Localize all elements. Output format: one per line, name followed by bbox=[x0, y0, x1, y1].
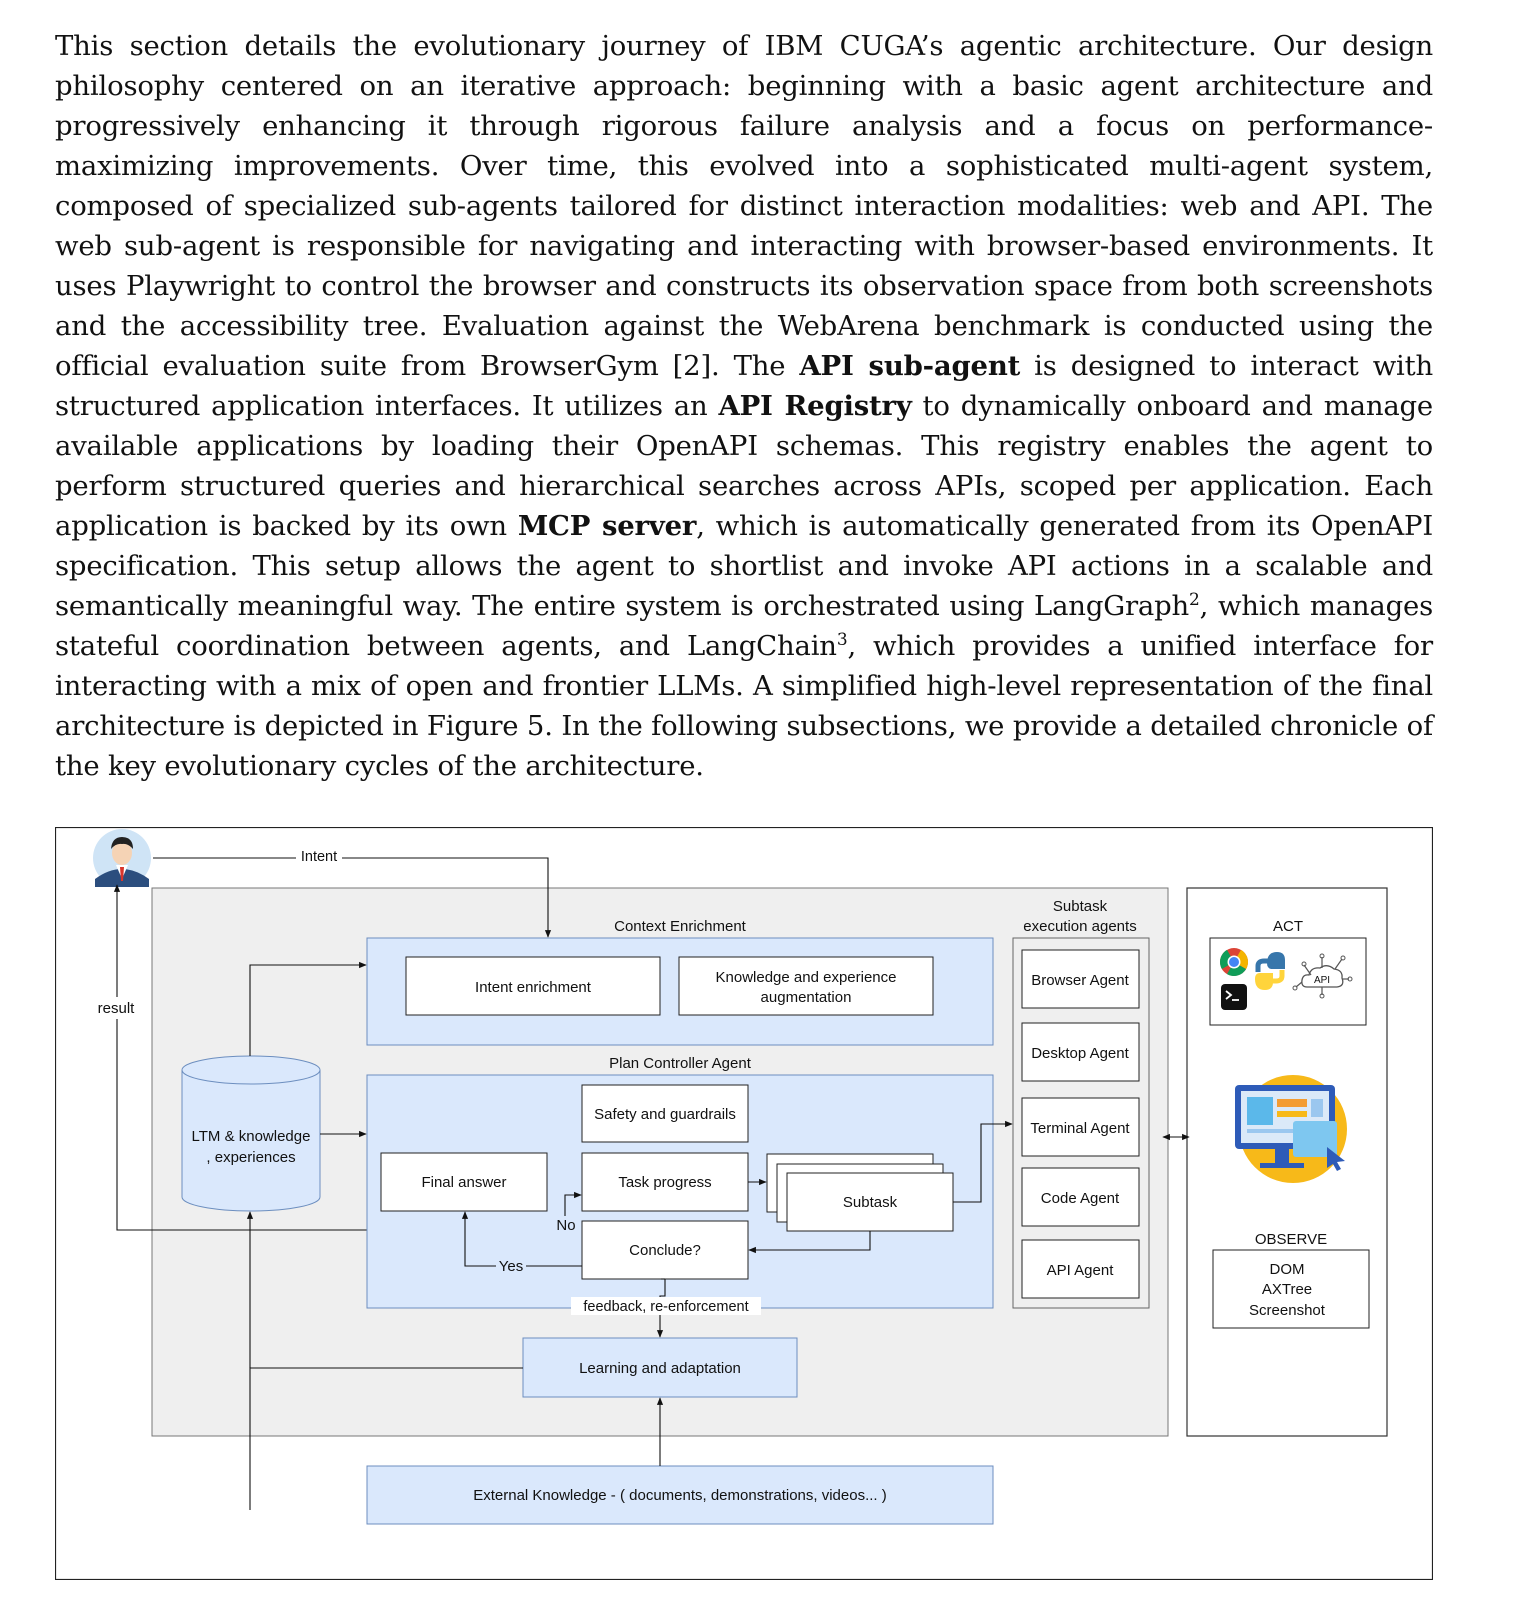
architecture-diagram: Intent result Context Enrichment Intent … bbox=[55, 827, 1433, 1580]
subtask-exec-title-1: Subtask bbox=[1053, 898, 1108, 915]
intent-connector bbox=[153, 848, 552, 938]
act-title: ACT bbox=[1273, 918, 1303, 935]
terminal-icon bbox=[1221, 984, 1247, 1010]
computer-monitor-icon bbox=[1235, 1075, 1347, 1183]
paragraph-text-1: This section details the evolutionary jo… bbox=[55, 30, 1433, 382]
conclude-box bbox=[581, 1220, 749, 1280]
terminal-agent-label: Terminal Agent bbox=[1030, 1120, 1130, 1137]
api-agent-label: API Agent bbox=[1047, 1262, 1115, 1279]
result-label: result bbox=[98, 1000, 136, 1017]
observe-item-screenshot: Screenshot bbox=[1249, 1302, 1326, 1319]
paragraph-text-4: , which is automatically generated from … bbox=[55, 510, 1433, 622]
knowledge-augmentation-label-1: Knowledge and experience bbox=[716, 969, 897, 986]
architecture-figure: Intent result Context Enrichment Intent … bbox=[55, 827, 1433, 1580]
subtask-to-conclude-arrow bbox=[748, 1231, 871, 1254]
terminal-agent-box bbox=[1021, 1097, 1140, 1157]
no-label-bg bbox=[553, 1216, 579, 1234]
api-agent-box bbox=[1021, 1239, 1140, 1299]
ltm-label-2: , experiences bbox=[206, 1149, 295, 1166]
bold-mcp-server: MCP server bbox=[517, 510, 697, 542]
task-progress-label: Task progress bbox=[618, 1174, 711, 1191]
observe-item-dom: DOM bbox=[1270, 1261, 1305, 1278]
final-answer-box bbox=[380, 1152, 548, 1212]
paragraph-text-5: , which manages stateful coordination be… bbox=[55, 590, 1434, 662]
chrome-icon bbox=[1220, 948, 1248, 976]
intent-enrichment-box bbox=[405, 956, 661, 1016]
external-knowledge-box bbox=[366, 1465, 994, 1525]
bold-api-registry: API Registry bbox=[718, 390, 912, 422]
conclude-label: Conclude? bbox=[629, 1242, 701, 1259]
plan-controller-title: Plan Controller Agent bbox=[609, 1055, 752, 1072]
body-paragraph: This section details the evolutionary jo… bbox=[55, 26, 1433, 786]
browser-agent-label: Browser Agent bbox=[1031, 972, 1129, 989]
footnote-2: 2 bbox=[1189, 589, 1200, 610]
paragraph-text-6: , which provides a unified interface for… bbox=[55, 630, 1433, 782]
knowledge-augmentation-label-2: augmentation bbox=[761, 989, 852, 1006]
learning-adaptation-label: Learning and adaptation bbox=[579, 1360, 741, 1377]
paragraph-text-3: to dynamically onboard and manage availa… bbox=[55, 390, 1434, 542]
learning-adaptation-box bbox=[522, 1337, 798, 1398]
subtask-stack bbox=[766, 1153, 954, 1232]
code-agent-box bbox=[1021, 1167, 1140, 1227]
external-knowledge-label: External Knowledge - ( documents, demons… bbox=[473, 1487, 887, 1504]
yes-arrow bbox=[461, 1211, 582, 1267]
feedback-label-bg bbox=[571, 1297, 761, 1315]
ltm-label-1: LTM & knowledge bbox=[192, 1128, 311, 1145]
user-avatar-icon bbox=[93, 829, 151, 887]
context-enrichment-title: Context Enrichment bbox=[614, 918, 747, 935]
ltm-to-context-arrow bbox=[249, 961, 367, 1056]
knowledge-augmentation-box bbox=[678, 956, 934, 1016]
feedback-label: feedback, re-enforcement bbox=[583, 1299, 748, 1315]
paragraph-text-2: is designed to interact with structured … bbox=[55, 350, 1434, 422]
browser-agent-box bbox=[1021, 949, 1140, 1009]
ltm-database bbox=[181, 1055, 321, 1212]
safety-guardrails-box bbox=[581, 1084, 749, 1143]
intent-enrichment-label: Intent enrichment bbox=[475, 979, 592, 996]
final-answer-label: Final answer bbox=[421, 1174, 506, 1191]
api-icon-label: API bbox=[1314, 975, 1330, 986]
footnote-3: 3 bbox=[836, 629, 848, 650]
yes-label: Yes bbox=[499, 1258, 523, 1275]
no-arrow bbox=[564, 1191, 582, 1221]
safety-guardrails-label: Safety and guardrails bbox=[594, 1106, 736, 1123]
bold-api-sub-agent: API sub-agent bbox=[799, 350, 1021, 382]
feedback-arrow bbox=[656, 1279, 666, 1338]
desktop-agent-box bbox=[1021, 1022, 1140, 1082]
intent-label: Intent bbox=[301, 849, 337, 865]
python-icon bbox=[1255, 952, 1285, 990]
observe-box bbox=[1212, 1249, 1370, 1329]
code-agent-label: Code Agent bbox=[1041, 1190, 1120, 1207]
api-circuit-icon bbox=[1292, 953, 1353, 999]
subtask-exec-title-2: execution agents bbox=[1023, 918, 1136, 935]
observe-item-axtree: AXTree bbox=[1262, 1281, 1312, 1298]
no-label: No bbox=[556, 1217, 575, 1234]
desktop-agent-label: Desktop Agent bbox=[1031, 1045, 1129, 1062]
subtask-label: Subtask bbox=[843, 1194, 898, 1211]
subtask-to-agents-arrow bbox=[953, 1120, 1013, 1203]
observe-title: OBSERVE bbox=[1255, 1231, 1327, 1248]
yes-label-bg bbox=[496, 1257, 526, 1275]
